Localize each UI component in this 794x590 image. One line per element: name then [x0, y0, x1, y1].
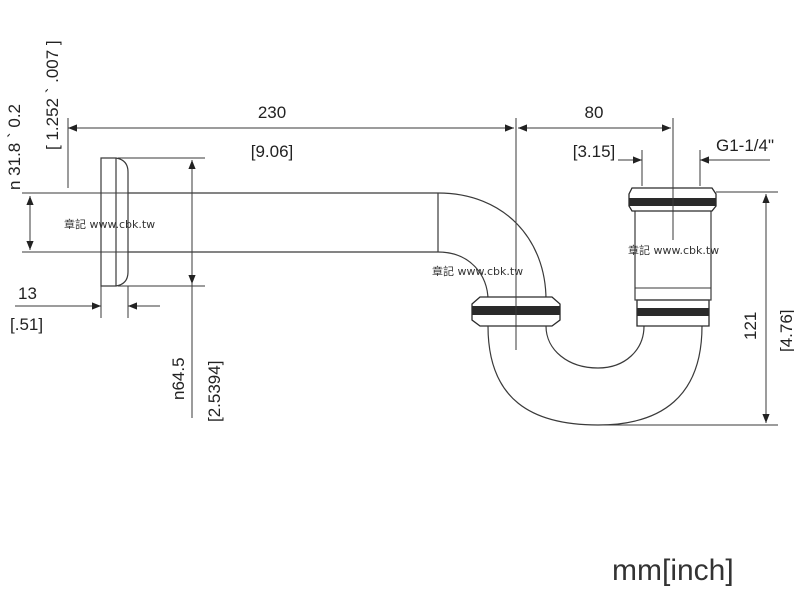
watermark-center: 章記 www.cbk.tw [432, 264, 523, 278]
watermark-left: 章記 www.cbk.tw [64, 217, 155, 231]
dim-offset: 80 [585, 103, 604, 122]
dim-length: 230 [258, 103, 286, 122]
right-slip-nut [636, 299, 710, 327]
wall-flange [100, 157, 129, 287]
dim-left-diameter: n 31.8 ` 0.2 [5, 104, 24, 190]
dim-height: 121 [741, 312, 760, 340]
dim-left-diameter-inch: [ 1.252 ` .007 ] [43, 40, 62, 150]
dim-flange-diameter-inch: [2.5394] [205, 361, 224, 422]
dim-length-inch: [9.06] [251, 142, 294, 161]
dim-flange: 13 [18, 284, 37, 303]
dim-height-inch: [4.76] [777, 309, 794, 352]
horizontal-tube [128, 192, 547, 301]
units-label: mm[inch] [612, 554, 734, 587]
dim-flange-inch: [.51] [10, 315, 43, 334]
watermark-right: 章記 www.cbk.tw [628, 243, 719, 257]
u-bend [487, 325, 703, 426]
dim-flange-diameter: n64.5 [169, 357, 188, 400]
dim-offset-inch: [3.15] [573, 142, 616, 161]
thread-size: G1-1/4" [716, 136, 774, 155]
